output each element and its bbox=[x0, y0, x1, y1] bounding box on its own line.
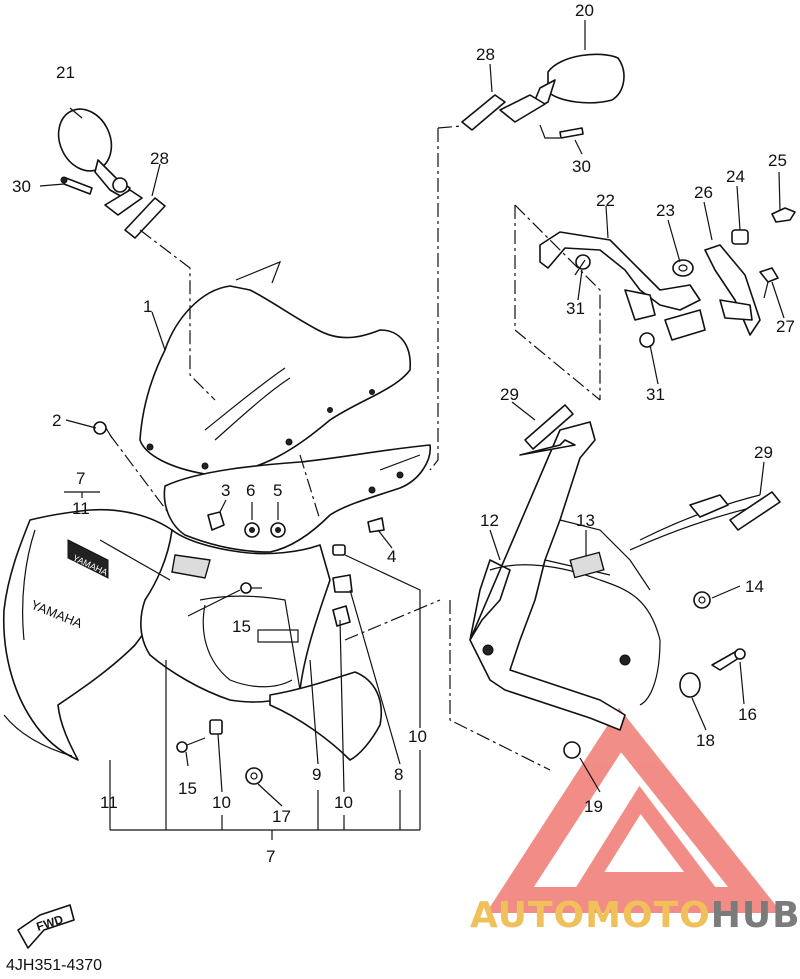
nut-17 bbox=[245, 767, 263, 785]
callout-23: 23 bbox=[656, 201, 675, 220]
callout-31-lower: 31 bbox=[646, 385, 665, 404]
callout-12: 12 bbox=[480, 511, 499, 530]
callout-4: 4 bbox=[387, 547, 396, 566]
screw-15-b bbox=[176, 737, 206, 753]
callout-2: 2 bbox=[52, 411, 61, 430]
watermark-text-2: HUB bbox=[710, 895, 800, 936]
callout-10-left: 10 bbox=[212, 793, 231, 812]
callout-29-upper: 29 bbox=[500, 385, 519, 404]
callout-28-right: 28 bbox=[476, 45, 495, 64]
callout-1: 1 bbox=[143, 297, 152, 316]
upper-stay-bracket bbox=[539, 231, 761, 341]
windshield bbox=[139, 260, 411, 475]
fwd-arrow-icon: FWD bbox=[17, 904, 75, 949]
bolt-30-right bbox=[559, 127, 584, 139]
screw-25 bbox=[771, 207, 796, 223]
callout-13: 13 bbox=[576, 511, 595, 530]
nut-3 bbox=[207, 511, 225, 531]
callout-27: 27 bbox=[776, 317, 795, 336]
clip-10-a bbox=[332, 544, 346, 556]
callout-30-right: 30 bbox=[572, 157, 591, 176]
callout-15-b: 15 bbox=[178, 779, 197, 798]
grommet-5 bbox=[270, 522, 286, 538]
callout-31-upper: 31 bbox=[566, 299, 585, 318]
mirror-left-gasket-28 bbox=[124, 197, 166, 239]
clip-9 bbox=[332, 605, 351, 627]
callout-26: 26 bbox=[694, 183, 713, 202]
guide-lines bbox=[109, 124, 601, 771]
callout-18: 18 bbox=[696, 731, 715, 750]
callout-7-lower: 7 bbox=[266, 847, 275, 866]
callout-15-a: 15 bbox=[232, 617, 251, 636]
watermark-text-1: AUTOMOTO bbox=[470, 895, 711, 936]
callout-3: 3 bbox=[221, 481, 230, 500]
callout-25: 25 bbox=[768, 151, 787, 170]
callout-6: 6 bbox=[246, 481, 255, 500]
callout-17: 17 bbox=[272, 807, 291, 826]
bolt-27 bbox=[759, 267, 779, 299]
clip-8 bbox=[332, 574, 353, 593]
damper-29-upper bbox=[524, 404, 574, 450]
screw-4 bbox=[367, 517, 385, 533]
callout-24: 24 bbox=[726, 167, 745, 186]
grommet-18 bbox=[679, 672, 701, 698]
damper-29-right bbox=[729, 491, 781, 531]
document-code: 4JH351-4370 bbox=[6, 957, 103, 974]
callout-19: 19 bbox=[584, 797, 603, 816]
upper-cowling bbox=[163, 444, 431, 553]
nut-31-lower bbox=[639, 332, 655, 348]
callout-14: 14 bbox=[745, 577, 764, 596]
callout-11-upper: 11 bbox=[72, 499, 90, 518]
bolt-30-left bbox=[60, 176, 93, 195]
nut-14 bbox=[693, 591, 711, 609]
callout-21: 21 bbox=[56, 63, 75, 82]
clip-10-b bbox=[209, 719, 223, 735]
grommet-23 bbox=[672, 259, 694, 277]
screw-15-a bbox=[240, 582, 262, 594]
bolt-16 bbox=[711, 648, 746, 671]
watermark-logo: AUTOMOTOHUB bbox=[470, 895, 800, 939]
watermark-triangle bbox=[486, 707, 782, 913]
mirror-right-gasket-28 bbox=[461, 94, 506, 131]
callout-10-mid: 10 bbox=[334, 793, 353, 812]
callout-9: 9 bbox=[312, 765, 321, 784]
callout-5: 5 bbox=[273, 481, 282, 500]
mirror-right bbox=[499, 53, 625, 123]
callout-8: 8 bbox=[394, 765, 403, 784]
bolt-19 bbox=[563, 741, 581, 759]
leader-lines bbox=[39, 20, 785, 840]
callout-7-upper: 7 bbox=[76, 469, 85, 488]
collar-24 bbox=[731, 229, 749, 245]
screw-2 bbox=[93, 421, 113, 439]
callout-numbers: 21 30 28 1 2 7 11 3 6 5 4 15 28 20 30 22… bbox=[12, 1, 795, 866]
callout-29-right: 29 bbox=[754, 443, 773, 462]
side-cowl-left: YAMAHA YAMAHA bbox=[2, 508, 173, 761]
inner-fairing bbox=[140, 529, 382, 761]
grommet-6 bbox=[244, 522, 260, 538]
cowl-stay-frame bbox=[469, 421, 761, 731]
callout-22: 22 bbox=[596, 191, 615, 210]
callout-20: 20 bbox=[575, 1, 594, 20]
callout-10-right: 10 bbox=[408, 727, 427, 746]
callout-28-left: 28 bbox=[150, 149, 169, 168]
mirror-left bbox=[57, 108, 143, 216]
callout-11-lower: 11 bbox=[100, 793, 118, 812]
callout-16: 16 bbox=[738, 705, 757, 724]
callout-30-left: 30 bbox=[12, 177, 31, 196]
